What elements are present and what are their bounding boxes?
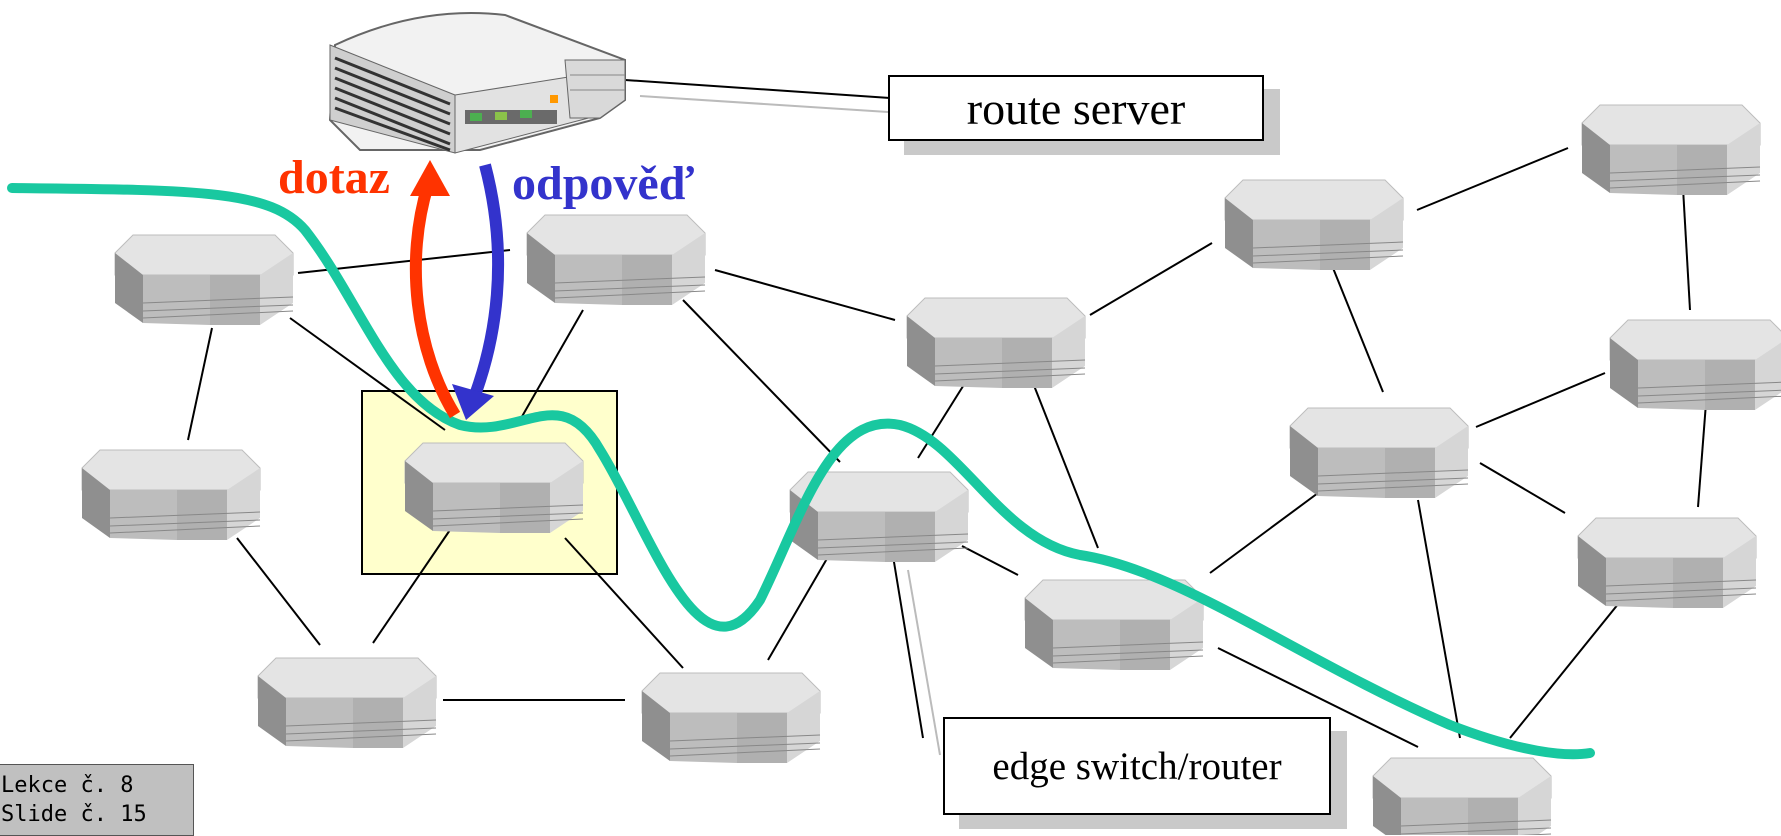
router-icon [526, 214, 706, 306]
router-icon [114, 234, 294, 326]
router-icon [1577, 517, 1757, 609]
path-curve [7, 183, 1595, 760]
router-icon [1224, 179, 1404, 271]
router-nodes [81, 104, 1781, 835]
route-server-icon [328, 12, 626, 154]
router-icon [257, 657, 437, 749]
router-icon [81, 449, 261, 541]
edge-switch-label: edge switch/router [943, 717, 1331, 815]
network-links [187, 79, 1707, 756]
route-server-label: route server [888, 75, 1264, 141]
response-arrow [469, 163, 505, 398]
query-arrow [409, 183, 461, 419]
router-icon [404, 442, 584, 534]
edge-switch-text: edge switch/router [992, 744, 1282, 788]
router-icon [1289, 407, 1469, 499]
router-icon [1581, 104, 1761, 196]
slide-number: Slide č. 15 [1, 802, 147, 827]
router-icon [1609, 319, 1781, 411]
route-server-text: route server [966, 82, 1186, 134]
slide-info-box: Lekce č. 8 Slide č. 15 [0, 764, 194, 836]
router-icon [1372, 757, 1552, 835]
router-icon [1024, 579, 1204, 671]
response-label: odpověď [512, 157, 694, 210]
query-label: dotaz [278, 151, 390, 204]
router-icon [641, 672, 821, 764]
lesson-number: Lekce č. 8 [1, 773, 134, 798]
router-icon [906, 297, 1086, 389]
